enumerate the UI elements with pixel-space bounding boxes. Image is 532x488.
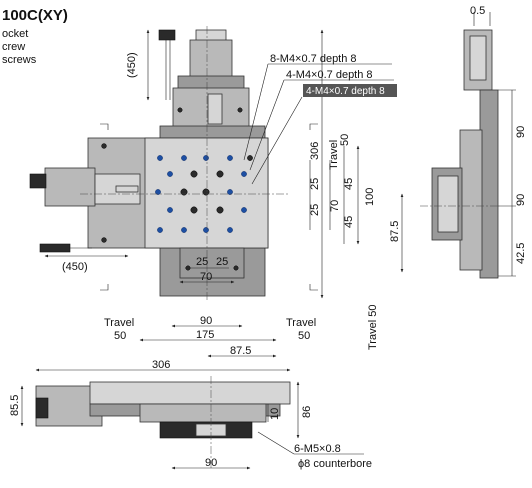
front-view: [35, 376, 291, 470]
dim-306-horizontal: 306: [152, 359, 170, 371]
dim-90-front: 90: [205, 457, 217, 469]
upper-motor: [158, 29, 250, 129]
callout-m4-4-b: 4-M4×0.7 depth 8: [306, 86, 385, 97]
travel-right-value: 50: [339, 134, 351, 146]
side-view: [420, 12, 500, 279]
model-title: 100C(XY): [2, 7, 68, 24]
travel-left-value: 50: [114, 330, 126, 342]
dim-42-5: 42.5: [515, 243, 527, 264]
dim-306-vertical: 306: [309, 142, 321, 160]
bottom-bracket: [179, 247, 245, 279]
travel-mid-label: Travel: [286, 317, 316, 329]
side-view-dimensions: 0.5 90 90 42.5: [470, 5, 527, 277]
dim-cable-left: (450): [62, 261, 88, 273]
callout-m5: 6-M5×0.8: [294, 443, 341, 455]
travel-left-label: Travel: [104, 317, 134, 329]
mounting-holes: [101, 107, 253, 271]
note-line-3: screws: [2, 54, 37, 66]
dim-70-horizontal: 70: [200, 271, 212, 283]
dim-90-bottom: 90: [515, 194, 527, 206]
dim-25-b-horizontal: 25: [216, 256, 228, 268]
dim-70-vertical: 70: [329, 200, 341, 212]
front-view-dimensions: 85.5 86 10 90: [9, 381, 313, 470]
note-line-1: ocket: [2, 28, 28, 40]
note-line-2: crew: [2, 41, 25, 53]
top-view: [29, 26, 318, 300]
dim-85-5: 85.5: [9, 395, 21, 416]
dim-87-5-vertical: 87.5: [389, 221, 401, 242]
dim-0-5: 0.5: [470, 5, 485, 17]
callouts: 8-M4×0.7 depth 8 4-M4×0.7 depth 8 4-M4×0…: [243, 53, 397, 470]
dim-25-b-vertical: 25: [309, 204, 321, 216]
callout-counterbore: ϕ8 counterbore: [298, 458, 372, 470]
top-view-dimensions: (450) 306 Travel 50 100 87.5 25 25 70 45…: [35, 29, 404, 372]
callout-m4-8: 8-M4×0.7 depth 8: [270, 53, 357, 65]
dim-175: 175: [196, 329, 214, 341]
travel-mid-value: 50: [298, 330, 310, 342]
dim-45-b: 45: [343, 216, 355, 228]
dim-90-horizontal: 90: [200, 315, 212, 327]
dim-90-top: 90: [515, 126, 527, 138]
dim-25-a-vertical: 25: [309, 178, 321, 190]
travel-right-label: Travel: [328, 140, 340, 170]
callout-m4-4-a: 4-M4×0.7 depth 8: [286, 69, 373, 81]
travel-bottom-label: Travel 50: [367, 305, 379, 350]
dim-10: 10: [269, 408, 281, 420]
left-motor: [29, 167, 141, 253]
dim-86: 86: [301, 406, 313, 418]
dim-45-a: 45: [343, 178, 355, 190]
dim-cable-top: (450): [126, 52, 138, 78]
dim-100: 100: [364, 188, 376, 206]
dim-87-5-horizontal: 87.5: [230, 345, 251, 357]
dim-25-a-horizontal: 25: [196, 256, 208, 268]
